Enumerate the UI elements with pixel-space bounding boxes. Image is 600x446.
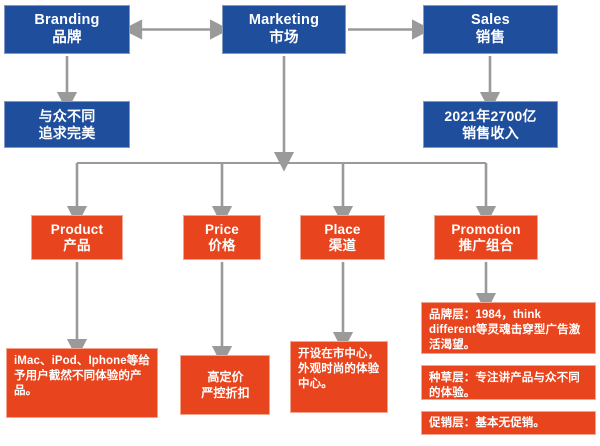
node-differentiation-line2: 追求完美	[38, 124, 96, 141]
detail-product[interactable]: iMac、iPod、Iphone等给予用户截然不同体验的产品。	[6, 348, 158, 418]
detail-price-line2: 严控折扣	[201, 385, 250, 400]
detail-promotion-brand-text: 品牌层：1984，think different等灵魂击穿型广告激活渴望。	[429, 309, 581, 352]
node-promotion-label-cn: 推广组合	[458, 237, 514, 253]
detail-price[interactable]: 高定价 严控折扣	[180, 355, 270, 415]
detail-promotion-sales-text: 促销层：基本无促销。	[429, 416, 545, 429]
node-revenue-line2: 销售收入	[462, 124, 519, 141]
node-place-label-cn: 渠道	[328, 237, 357, 253]
node-revenue-line1: 2021年2700亿	[444, 107, 537, 124]
detail-price-line1: 高定价	[207, 369, 244, 384]
node-product[interactable]: Product 产品	[31, 215, 123, 260]
detail-promotion-brand-layer[interactable]: 品牌层：1984，think different等灵魂击穿型广告激活渴望。	[421, 302, 596, 354]
detail-promotion-seeding-layer[interactable]: 种草层：专注讲产品与众不同的体验。	[421, 365, 596, 400]
node-differentiation[interactable]: 与众不同 追求完美	[4, 101, 130, 148]
node-revenue[interactable]: 2021年2700亿 销售收入	[423, 101, 558, 148]
node-branding-label-en: Branding	[34, 12, 100, 29]
node-place[interactable]: Place 渠道	[300, 215, 385, 260]
node-promotion-label-en: Promotion	[451, 221, 521, 237]
node-marketing[interactable]: Marketing 市场	[222, 5, 346, 54]
detail-promotion-seeding-text: 种草层：专注讲产品与众不同的体验。	[429, 372, 580, 400]
node-branding[interactable]: Branding 品牌	[4, 5, 130, 54]
node-place-label-en: Place	[324, 221, 361, 237]
node-price-label-en: Price	[204, 221, 240, 237]
node-branding-label-cn: 品牌	[52, 29, 82, 46]
node-product-label-en: Product	[50, 221, 104, 237]
detail-place-text: 开设在市中心，外观时尚的体验中心。	[298, 348, 380, 391]
node-sales[interactable]: Sales 销售	[423, 5, 558, 54]
node-product-label-cn: 产品	[63, 237, 91, 253]
detail-place[interactable]: 开设在市中心，外观时尚的体验中心。	[290, 341, 388, 413]
node-sales-label-cn: 销售	[475, 29, 506, 46]
detail-promotion-sales-layer[interactable]: 促销层：基本无促销。	[421, 411, 596, 435]
node-marketing-label-cn: 市场	[269, 29, 299, 46]
detail-product-text: iMac、iPod、Iphone等给予用户截然不同体验的产品。	[14, 355, 150, 398]
node-differentiation-line1: 与众不同	[38, 107, 96, 124]
node-sales-label-en: Sales	[471, 12, 510, 29]
node-promotion[interactable]: Promotion 推广组合	[434, 215, 538, 260]
node-marketing-label-en: Marketing	[248, 12, 320, 29]
node-price-label-cn: 价格	[208, 237, 236, 253]
node-price[interactable]: Price 价格	[183, 215, 261, 260]
